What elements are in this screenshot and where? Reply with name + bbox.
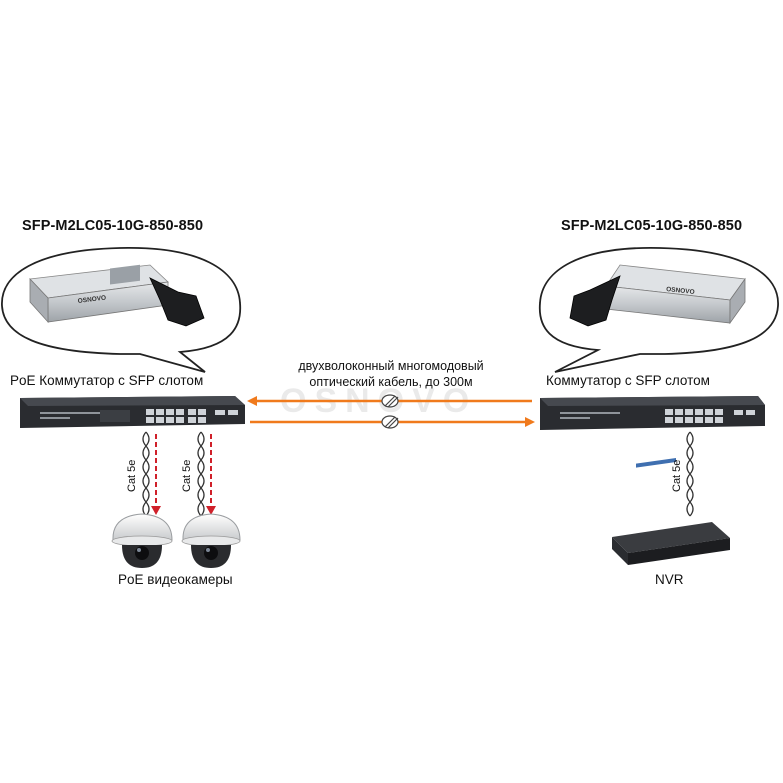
fiber-cable-label: двухволоконный многомодовый оптический к… <box>286 358 496 390</box>
nvr-device-icon <box>612 457 730 565</box>
fiber-cable <box>247 394 535 429</box>
left-poe-switch <box>20 396 245 428</box>
right-sfp-callout: OSNOVO <box>538 247 779 373</box>
svg-text:OSNOVO: OSNOVO <box>77 295 106 305</box>
left-sfp-model-label: SFP-M2LC05-10G-850-850 <box>22 218 204 234</box>
svg-text:OSNOVO: OSNOVO <box>666 286 695 296</box>
fiber-cable-label-line1: двухволоконный многомодовый <box>298 359 484 373</box>
poe-cameras-label: PoE видеокамеры <box>118 572 233 587</box>
left-switch-label: PoE Коммутатор с SFP слотом <box>10 373 204 388</box>
left-twisted-pair-cables <box>142 431 205 517</box>
right-switch <box>540 396 765 430</box>
cat5e-label-right: Cat 5e <box>671 459 683 492</box>
cat5e-label-1: Cat 5e <box>126 459 138 492</box>
fiber-cable-label-line2: оптический кабель, до 300м <box>309 375 473 389</box>
nvr-label: NVR <box>655 572 684 587</box>
sfp-module-left-icon: OSNOVO <box>29 264 205 327</box>
left-sfp-callout: OSNOVO <box>1 247 242 373</box>
right-switch-label: Коммутатор с SFP слотом <box>546 373 710 388</box>
fiber-break-symbol <box>381 394 399 429</box>
poe-power-arrows <box>151 434 216 515</box>
right-sfp-model-label: SFP-M2LC05-10G-850-850 <box>561 218 743 234</box>
cat5e-label-2: Cat 5e <box>181 459 193 492</box>
dome-camera-2-icon <box>181 513 241 568</box>
sfp-module-right-icon: OSNOVO <box>569 264 746 327</box>
right-twisted-pair-cable <box>686 431 694 517</box>
dome-camera-1-icon <box>111 513 173 568</box>
